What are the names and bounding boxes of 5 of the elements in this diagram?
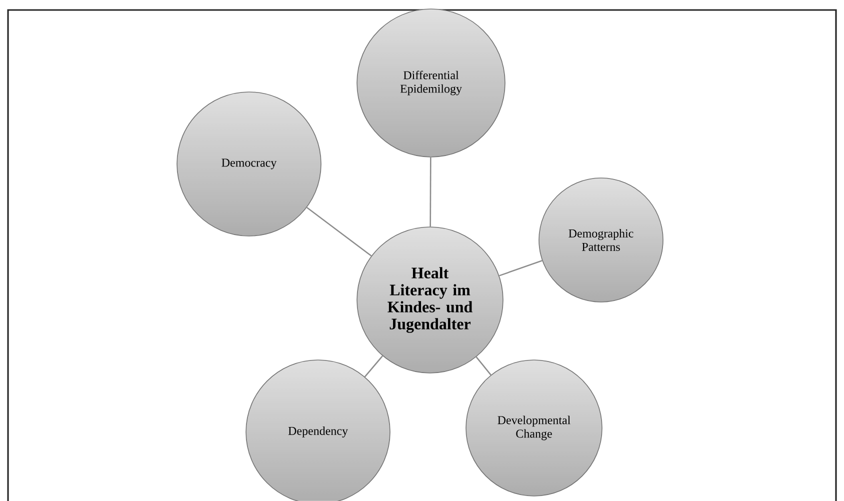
connector-line [306,206,372,256]
connector-line [430,157,432,227]
connector-line [476,356,492,376]
connector-line [499,260,542,276]
connector-line [364,356,384,378]
